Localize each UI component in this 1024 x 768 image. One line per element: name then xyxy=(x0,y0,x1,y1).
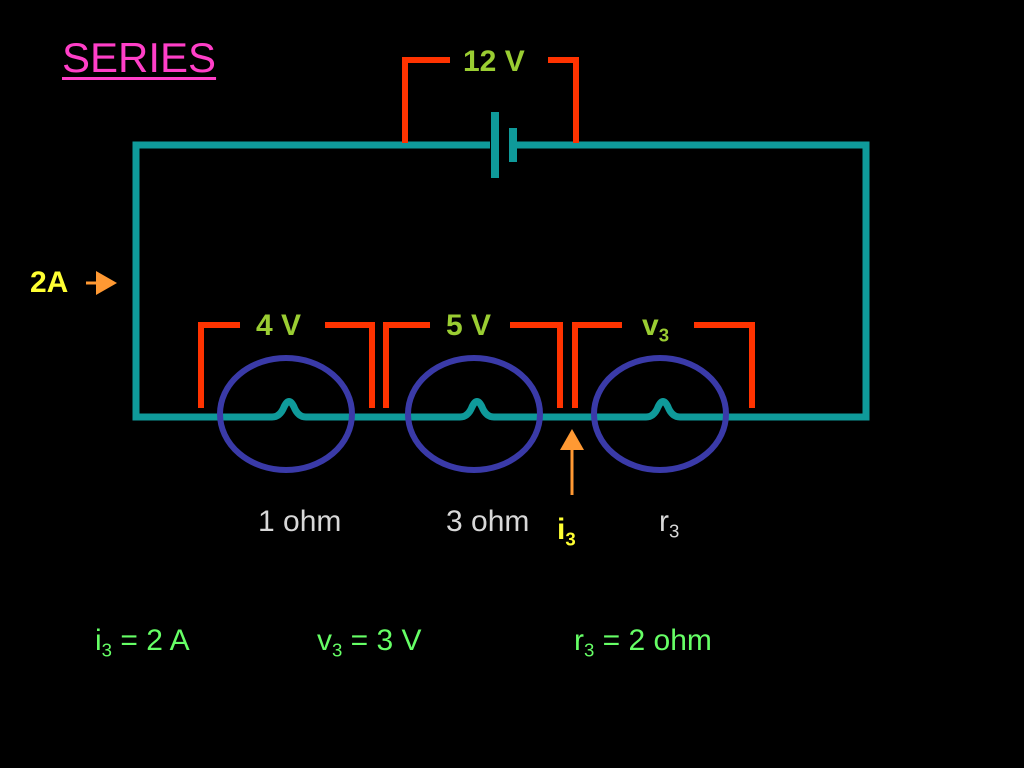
equation-resistance: r3 = 2 ohm xyxy=(574,624,712,661)
wire-top-left xyxy=(132,141,490,421)
resistor-3-voltage: v3 xyxy=(642,309,670,346)
resistor-1-voltage: 4 V xyxy=(256,309,302,342)
battery-voltmeter-bracket xyxy=(402,57,579,143)
resistor-2-voltage: 5 V xyxy=(446,309,492,342)
resistor-2-ring xyxy=(405,355,543,473)
bracket-3 xyxy=(694,322,755,408)
equation-current: i3 = 2 A xyxy=(95,624,190,661)
bracket-1 xyxy=(198,322,240,408)
resistor-3-resistance: r3 xyxy=(659,505,680,542)
resistor-3-ring xyxy=(591,355,729,473)
battery-icon xyxy=(491,112,517,178)
bracket-2 xyxy=(510,322,563,408)
current-arrow-icon xyxy=(86,271,584,495)
resistor-voltmeter-brackets xyxy=(198,322,755,408)
bracket-1 xyxy=(325,322,375,408)
wire-top-right xyxy=(514,141,870,421)
equation-voltage: v3 = 3 V xyxy=(317,624,422,661)
wire-bottom-segment-2 xyxy=(410,398,540,421)
bracket-2 xyxy=(383,322,430,408)
resistor-2-resistance: 3 ohm xyxy=(446,505,530,538)
source-voltage-label: 12 V xyxy=(463,45,525,78)
lamp-filament-icon xyxy=(217,355,729,473)
bracket-3 xyxy=(572,322,622,408)
probe-current-label: i3 xyxy=(557,513,576,550)
page-title: SERIES xyxy=(62,34,217,81)
wire-bottom-segment-3 xyxy=(596,398,720,421)
circuit-wire xyxy=(132,141,870,421)
input-current-label: 2A xyxy=(30,266,69,299)
wire-bottom-segment-1 xyxy=(220,398,352,421)
resistor-1-ring xyxy=(217,355,355,473)
resistor-1-resistance: 1 ohm xyxy=(258,505,342,538)
